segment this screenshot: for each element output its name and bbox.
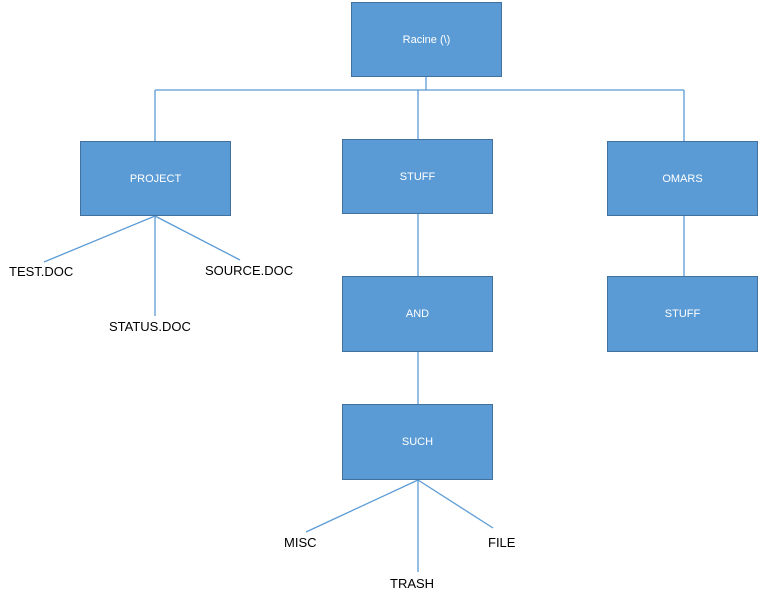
connector-such-file	[417, 479, 494, 529]
node-and: AND	[342, 276, 493, 352]
connector-project-test-doc	[43, 215, 156, 263]
file-status-doc: STATUS.DOC	[109, 319, 191, 334]
connector-project-source-doc	[154, 215, 241, 261]
connector-such-misc	[305, 479, 419, 533]
node-project: PROJECT	[80, 141, 231, 216]
node-stuff: STUFF	[342, 139, 493, 214]
node-omars-stuff: STUFF	[607, 276, 758, 352]
file-source-doc: SOURCE.DOC	[205, 263, 294, 278]
file-trash: TRASH	[390, 576, 435, 591]
file-misc: MISC	[284, 535, 317, 550]
node-such: SUCH	[342, 404, 493, 480]
file-file: FILE	[488, 535, 516, 550]
node-root: Racine (\)	[351, 2, 502, 77]
file-test-doc: TEST.DOC	[9, 264, 74, 279]
node-omars: OMARS	[607, 141, 758, 216]
